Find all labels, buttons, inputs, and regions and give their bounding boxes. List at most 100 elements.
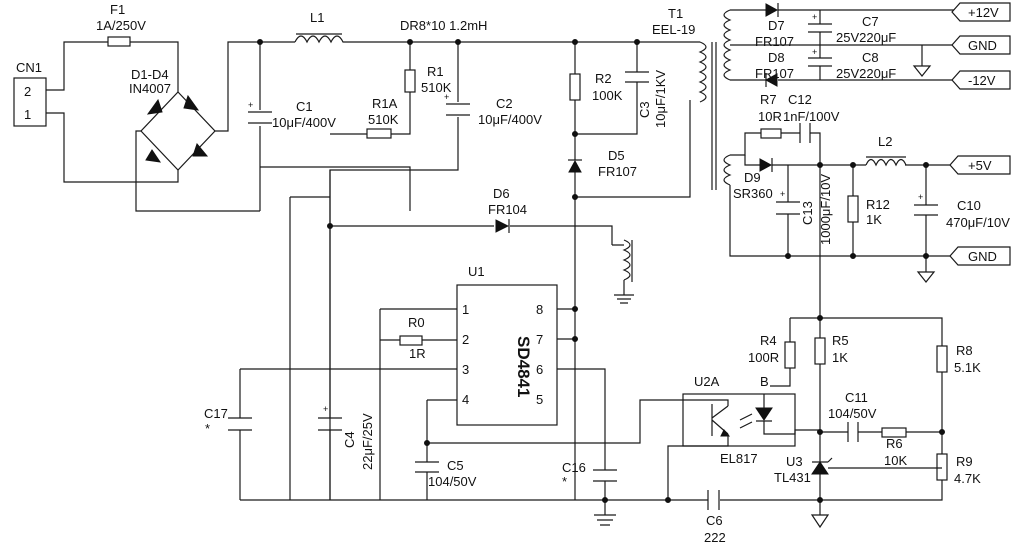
inductor-l2 xyxy=(865,158,907,167)
r7-label: R7 xyxy=(760,92,777,107)
c13-polarity: + xyxy=(780,189,785,199)
d8-label: D8 xyxy=(768,50,785,65)
c8-label: C8 xyxy=(862,50,879,65)
capacitor-c3 xyxy=(625,71,649,83)
r6-label: R6 xyxy=(886,436,903,451)
c1-label: C1 xyxy=(296,99,313,114)
output-tag-p5v xyxy=(949,155,1011,175)
capacitor-c5 xyxy=(415,461,439,473)
resistor-r4 xyxy=(784,341,796,369)
c13-label: C13 xyxy=(800,201,815,225)
c4-polarity: + xyxy=(323,404,328,414)
r8-value: 5.1K xyxy=(954,360,981,375)
diode-d5 xyxy=(568,159,582,173)
bridge-rectifier xyxy=(140,91,216,171)
u1-pin1: 1 xyxy=(462,302,469,317)
u1-lower-wires xyxy=(239,368,457,500)
r5-label: R5 xyxy=(832,333,849,348)
cn1-label: CN1 xyxy=(16,60,42,75)
capacitor-c17 xyxy=(228,417,252,431)
resistor-r7 xyxy=(760,128,782,139)
snubber-5v-wires xyxy=(730,132,821,165)
c11-value: 104/50V xyxy=(828,406,877,421)
r6-value: 10K xyxy=(884,453,907,468)
r0-label: R0 xyxy=(408,315,425,330)
u2a-label: U2A xyxy=(694,374,720,389)
el817-label: EL817 xyxy=(720,451,758,466)
tl431-bar xyxy=(812,457,942,469)
bridge-diode-2 xyxy=(146,98,163,115)
shunt-regulator-u3 xyxy=(811,461,829,475)
c11-label: C11 xyxy=(845,390,868,405)
junction-dots xyxy=(257,39,945,503)
transformer-secondary-12v xyxy=(723,9,732,81)
c4-value: 22μF/25V xyxy=(360,413,375,470)
d8-value: FR107 xyxy=(755,66,794,81)
c2-polarity: + xyxy=(444,92,449,102)
r1a-label: R1A xyxy=(372,96,398,111)
r4-value: 100R xyxy=(748,350,779,365)
l2-label: L2 xyxy=(878,134,892,149)
c10-value: 470μF/10V xyxy=(946,215,1010,230)
c5-value: 104/50V xyxy=(428,474,477,489)
t1-label: T1 xyxy=(668,6,683,21)
aux-winding-wires xyxy=(612,244,625,295)
output-gnd2: GND xyxy=(968,249,997,264)
resistor-r12 xyxy=(847,195,859,223)
drain-to-transformer-wire xyxy=(575,100,691,198)
r1-wires xyxy=(409,41,560,103)
diode-d8 xyxy=(764,73,778,87)
diode-d6 xyxy=(495,219,510,233)
output-tag-gnd1 xyxy=(951,35,1011,55)
resistor-r6 xyxy=(881,427,907,438)
d1-value: IN4007 xyxy=(129,81,171,96)
c16-label: C16 xyxy=(562,460,586,475)
capacitor-c13 xyxy=(776,201,800,215)
u1-pin7: 7 xyxy=(536,332,543,347)
d6-wires xyxy=(330,225,613,245)
optocoupler-u2a-el817 xyxy=(682,393,796,447)
r2-value: 100K xyxy=(592,88,623,103)
cn1-pin2: 2 xyxy=(24,84,31,99)
c6-label: C6 xyxy=(706,513,723,528)
r1-value: 510K xyxy=(421,80,452,95)
bridge-diode-1 xyxy=(183,94,200,111)
resistor-r1a xyxy=(366,128,392,139)
r1a-value: 510K xyxy=(368,112,399,127)
aux-ground-symbol xyxy=(614,294,634,304)
t1-value: EEL-19 xyxy=(652,22,695,37)
u1-pin8: 8 xyxy=(536,302,543,317)
u1-pin2: 2 xyxy=(462,332,469,347)
d7-value: FR107 xyxy=(755,34,794,49)
u1-pin6: 6 xyxy=(536,362,543,377)
c3-value: 10μF/1KV xyxy=(653,70,668,128)
feedback-ground-symbol xyxy=(810,500,830,529)
d9-label: D9 xyxy=(744,170,761,185)
aux-winding xyxy=(622,239,631,281)
output-p12v: +12V xyxy=(968,5,999,20)
resistor-r2 xyxy=(569,73,581,101)
c10-polarity: + xyxy=(918,192,923,202)
d1-label: D1-D4 xyxy=(131,67,169,82)
c13-wires xyxy=(729,165,958,257)
ic-u1-sd4841 xyxy=(456,284,558,426)
c5-label: C5 xyxy=(447,458,464,473)
c8-value: 25V220μF xyxy=(836,66,896,81)
c4-wires xyxy=(289,170,331,500)
c8-polarity: + xyxy=(812,47,817,57)
transformer-core xyxy=(711,42,717,190)
diode-d7 xyxy=(765,3,779,17)
capacitor-c16 xyxy=(593,469,617,515)
c1-polarity: + xyxy=(248,100,253,110)
c2-label: C2 xyxy=(496,96,513,111)
c2-value: 10μF/400V xyxy=(478,112,542,127)
c7-polarity: + xyxy=(812,12,817,22)
u3-value: TL431 xyxy=(774,470,811,485)
r0-value: 1R xyxy=(409,346,426,361)
u3-label: U3 xyxy=(786,454,803,469)
output-tag-m12v xyxy=(951,70,1011,90)
f1-value: 1A/250V xyxy=(96,18,146,33)
output-tag-p12v xyxy=(951,2,1011,22)
r2-label: R2 xyxy=(595,71,612,86)
r1-label: R1 xyxy=(427,64,444,79)
